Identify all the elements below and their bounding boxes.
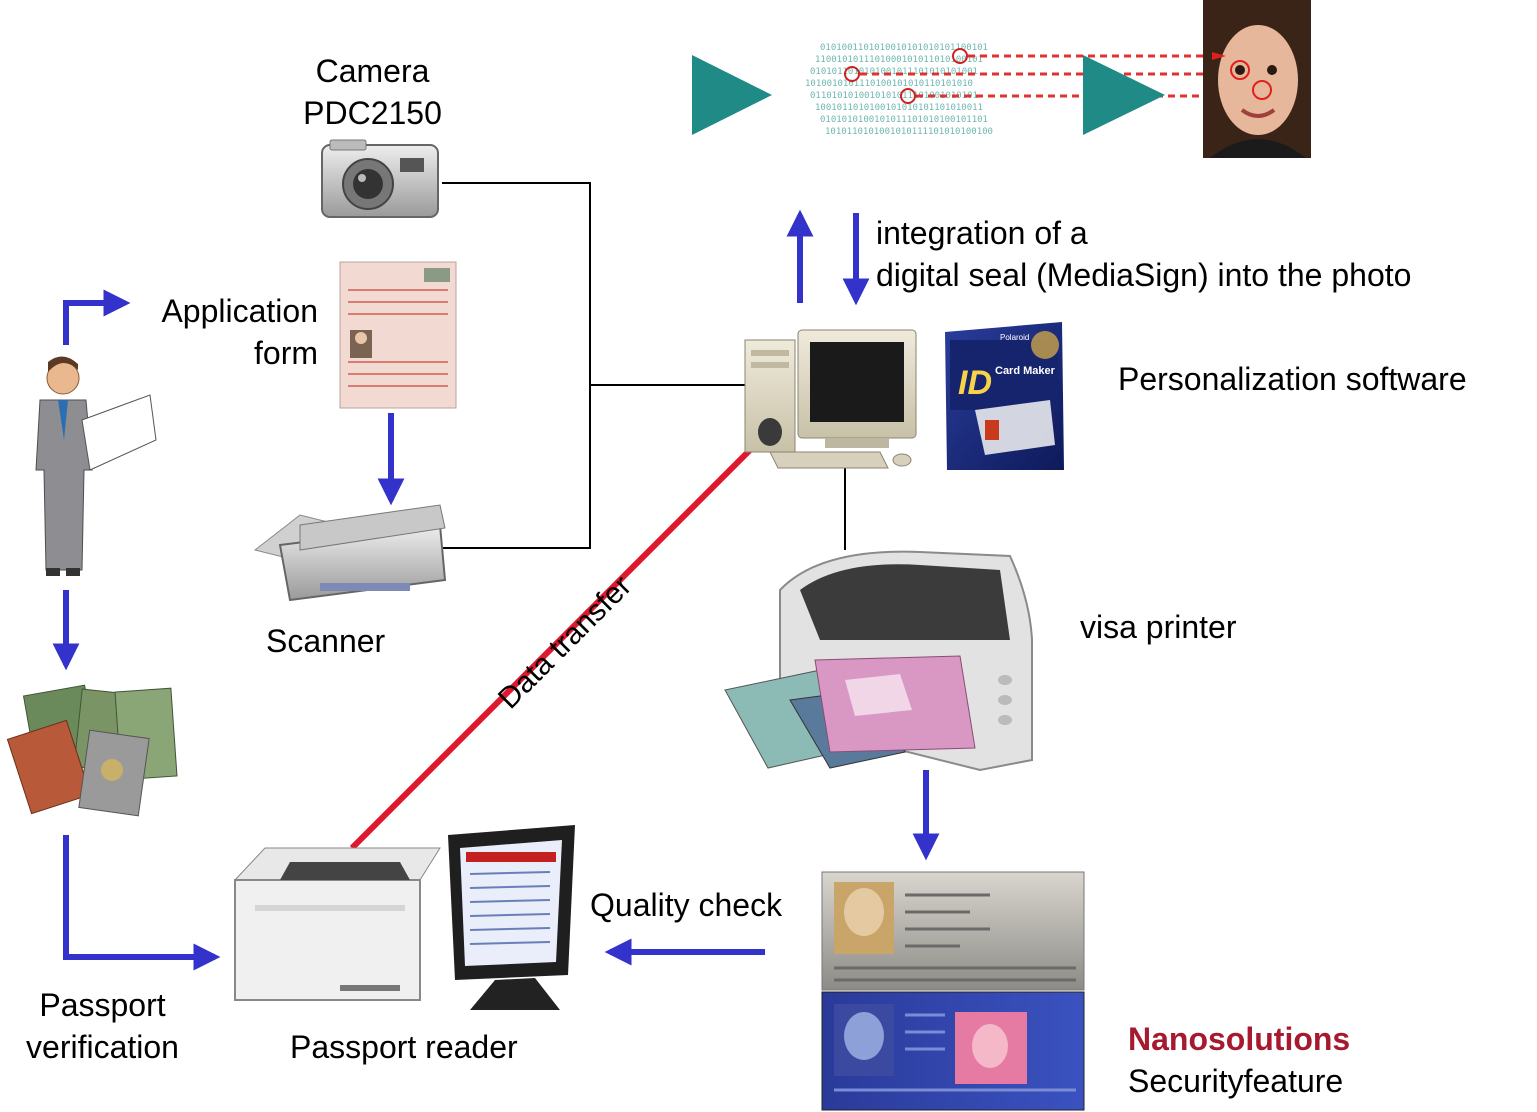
- camera-label-line2: PDC2150: [303, 95, 442, 132]
- svg-text:100101101010010101010110101001: 1001011010100101010101101010011: [815, 103, 983, 113]
- data-transfer-line: [349, 445, 755, 851]
- svg-text:110010101110100010101101010010: 1100101011101000101011010100101: [815, 55, 983, 65]
- seal-integration-label: integration of a digital seal (MediaSign…: [876, 212, 1411, 296]
- quality-check-label: Quality check: [590, 887, 783, 923]
- application-form-label-line1: Application: [161, 293, 318, 329]
- scanner-label: Scanner: [266, 623, 386, 659]
- nanosolutions-label: Nanosolutions: [1128, 1021, 1351, 1057]
- camera-icon: [321, 139, 439, 218]
- passport-reader-device-icon: [233, 847, 441, 1001]
- digital-seal-banner: 0101001101010010101010101100101 11001010…: [692, 0, 1311, 158]
- visa-card-uv-security-feature: [821, 991, 1085, 1111]
- camera-label: Camera PDC2150: [290, 50, 455, 134]
- passport-reader-label: Passport reader: [290, 1029, 518, 1065]
- passports-icon: [6, 684, 178, 817]
- software-title-card-maker: Card Maker: [995, 365, 1056, 377]
- passport-verification-label-line2: verification: [26, 1029, 179, 1066]
- arrow-passports-to-reader: [63, 835, 221, 971]
- securityfeature-label: Securityfeature: [1128, 1063, 1344, 1100]
- nanosolutions-security-label: Nanosolutions Securityfeature: [1128, 1018, 1350, 1102]
- printer-icon: [724, 550, 1033, 772]
- play-triangle-icon: [692, 55, 772, 135]
- face-photo-icon: [1203, 0, 1311, 158]
- svg-text:010101010010101110101010010110: 0101010100101011101010100101101: [820, 115, 988, 125]
- camera-connector: [442, 182, 591, 549]
- visa-printer-label: visa printer: [1080, 609, 1237, 645]
- personalization-software-label: Personalization software: [1118, 361, 1467, 397]
- seal-integration-label-line1: integration of a: [876, 215, 1088, 251]
- computer-icon: [744, 329, 917, 469]
- svg-text:101011010100101011110101010010: 1010110101001010111101010100100: [825, 127, 993, 137]
- svg-text:101001010111010010101011010101: 1010010101110100101010110101010: [805, 79, 973, 89]
- passport-verification-label-line1: Passport: [39, 987, 166, 1023]
- application-form-label-line2: form: [254, 335, 318, 372]
- monitor-icon: [448, 825, 575, 1010]
- play-triangle-icon: [1083, 55, 1165, 135]
- svg-text:010101101010100101110101010100: 0101011010101001011101010101001: [810, 67, 978, 77]
- software-brand-label: Polaroid: [1000, 333, 1029, 342]
- passport-verification-label: Passport verification: [10, 984, 195, 1068]
- svg-text:010100110101001010101010110010: 0101001101010010101010101100101: [820, 43, 988, 53]
- camera-label-line1: Camera: [315, 53, 430, 89]
- flow-arrows: [52, 209, 940, 971]
- arrow-to-application-form: [63, 289, 131, 345]
- seal-integration-label-line2: digital seal (MediaSign) into the photo: [876, 257, 1412, 294]
- software-title-id: ID: [958, 364, 992, 402]
- application-form-icon: [339, 261, 457, 409]
- svg-text:011010101001010101110100101010: 0110101010010101011101001010101: [810, 91, 978, 101]
- application-form-label: Application form: [120, 290, 318, 374]
- businessman-icon: [35, 356, 157, 576]
- id-card-maker-software-box-icon: Polaroid ID Card Maker: [945, 322, 1064, 470]
- connector-lines: [442, 182, 846, 550]
- visa-card-photo: [821, 871, 1085, 991]
- scanner-icon: [253, 504, 447, 602]
